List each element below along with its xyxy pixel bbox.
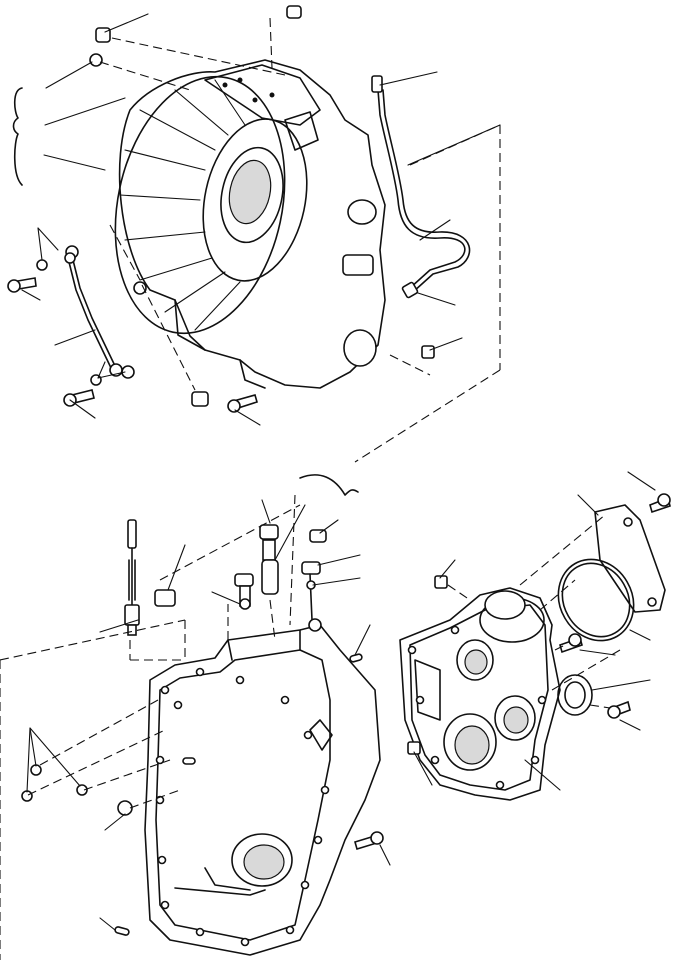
transmission-case xyxy=(0,474,391,960)
pump-adapter-housing xyxy=(399,471,671,801)
upper-leaders xyxy=(21,13,501,426)
upper-fasteners xyxy=(7,5,435,413)
upper-assembly-lines xyxy=(99,17,501,463)
lower-right-assembly-lines xyxy=(447,514,621,709)
lower-left-assembly-lines xyxy=(0,494,301,960)
flywheel-housing xyxy=(7,5,501,463)
lower-right-leaders xyxy=(413,471,656,791)
